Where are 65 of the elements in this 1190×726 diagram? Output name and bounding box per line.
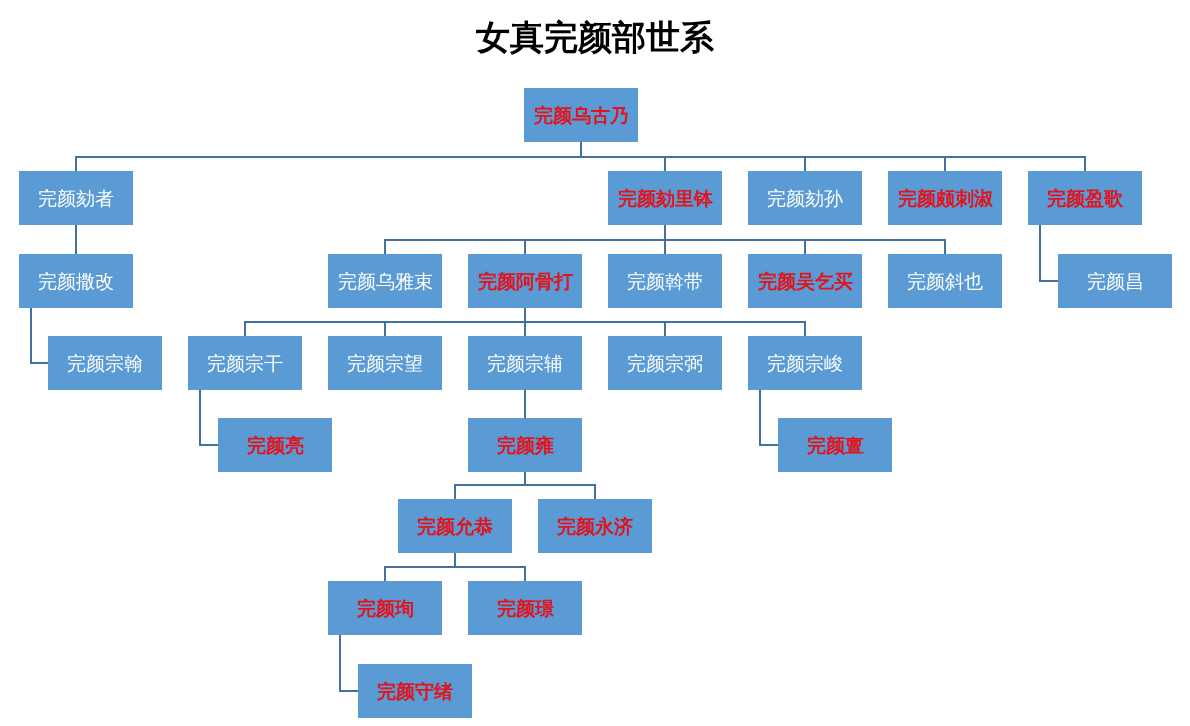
connector-line [199,389,219,446]
connector-line [339,634,359,692]
person-box [748,254,862,308]
person-box [328,336,442,390]
person-name: 完颜颇刺淑 [897,185,993,211]
person-name: 完颜珣 [356,595,414,621]
person-box [748,171,862,225]
person-box [608,336,722,390]
person-box [468,336,582,390]
person-name: 完颜亮 [246,432,304,458]
connector-line [664,224,946,255]
person-name: 完颜允恭 [417,513,493,539]
person-box [608,254,722,308]
person-name: 完颜盈歌 [1047,185,1123,211]
connector-line [759,389,779,446]
connector-line [75,224,77,255]
person-box [48,336,162,390]
connector-line [1039,224,1059,282]
person-name: 完颜撒改 [38,268,114,294]
connector-line [524,307,806,337]
person-name: 完颜劾里钵 [617,185,713,211]
person-name: 完颜宗干 [207,350,283,376]
person-box [468,581,582,635]
person-box [748,336,862,390]
diagram-title: 女真完颜部世系 [476,16,714,59]
person-box [888,254,1002,308]
person-box [328,254,442,308]
person-box [19,171,133,225]
person-box [778,418,892,472]
person-name: 完颜永济 [557,513,633,539]
person-box [608,171,722,225]
connector-line [524,471,596,500]
person-name: 完颜亶 [806,432,864,458]
person-box [538,499,652,553]
person-box [398,499,512,553]
person-box [888,171,1002,225]
person-name: 完颜宗峻 [767,350,843,376]
person-name: 完颜守绪 [377,678,453,704]
person-name: 完颜乌古乃 [533,102,629,128]
person-name: 完颜劾孙 [767,185,843,211]
person-box [524,88,638,142]
person-name: 完颜乌雅束 [337,268,433,294]
person-box [468,418,582,472]
connector-line [30,307,49,364]
person-box [218,418,332,472]
person-name: 完颜阿骨打 [477,268,573,294]
person-name: 完颜斡带 [627,268,703,294]
person-name: 完颜宗望 [347,350,423,376]
person-name: 完颜斜也 [907,268,983,294]
person-box [468,254,582,308]
person-box [358,664,472,718]
person-name: 完颜吴乞买 [757,268,853,294]
connector-line [524,389,526,419]
person-name: 完颜宗辅 [487,350,563,376]
person-box [188,336,302,390]
person-name: 完颜宗翰 [67,350,143,376]
person-name: 完颜雍 [496,432,554,458]
person-box [1058,254,1172,308]
person-box [1028,171,1142,225]
person-name: 完颜昌 [1086,268,1144,294]
person-name: 完颜劾者 [38,185,114,211]
person-box [328,581,442,635]
person-name: 完颜宗弼 [627,350,703,376]
person-box [19,254,133,308]
person-name: 完颜璟 [496,595,554,621]
